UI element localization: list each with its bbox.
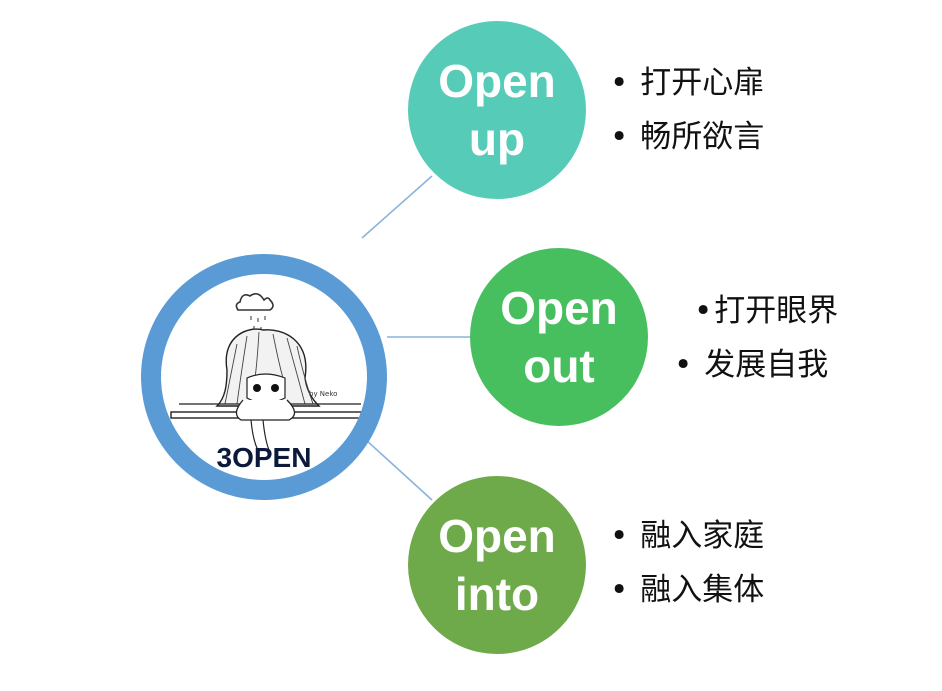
- connector-open-up: [361, 175, 433, 239]
- illustration-signature: by Neko: [309, 390, 338, 398]
- node-open-out: Open out: [470, 248, 648, 426]
- node-open-into-line1: Open: [438, 510, 556, 562]
- open-out-bullets: 打开眼界 发展自我: [674, 284, 838, 392]
- list-item: 发展自我: [674, 338, 838, 392]
- node-open-into-line2: into: [454, 568, 540, 620]
- node-open-into: Open into: [408, 476, 586, 654]
- list-item: 融入家庭: [610, 509, 764, 563]
- list-item: 融入集体: [610, 563, 764, 617]
- list-item: 畅所欲言: [610, 110, 764, 164]
- node-open-up: Open up: [408, 21, 586, 199]
- hub-illustration: by Neko: [161, 274, 367, 480]
- list-item: 打开眼界: [674, 284, 838, 338]
- node-open-up-line2: up: [468, 113, 526, 165]
- open-up-bullets: 打开心扉 畅所欲言: [610, 56, 764, 164]
- open-into-bullets: 融入家庭 融入集体: [610, 509, 764, 617]
- hub-circle: by Neko 3OPEN: [141, 254, 387, 500]
- node-open-out-line2: out: [523, 340, 595, 392]
- list-item: 打开心扉: [610, 56, 764, 110]
- connector-open-into: [365, 439, 433, 501]
- girl-illustration-icon: [170, 292, 362, 453]
- hub-label: 3OPEN: [216, 442, 312, 473]
- node-open-up-line1: Open: [438, 55, 556, 107]
- node-open-out-line1: Open: [500, 282, 618, 334]
